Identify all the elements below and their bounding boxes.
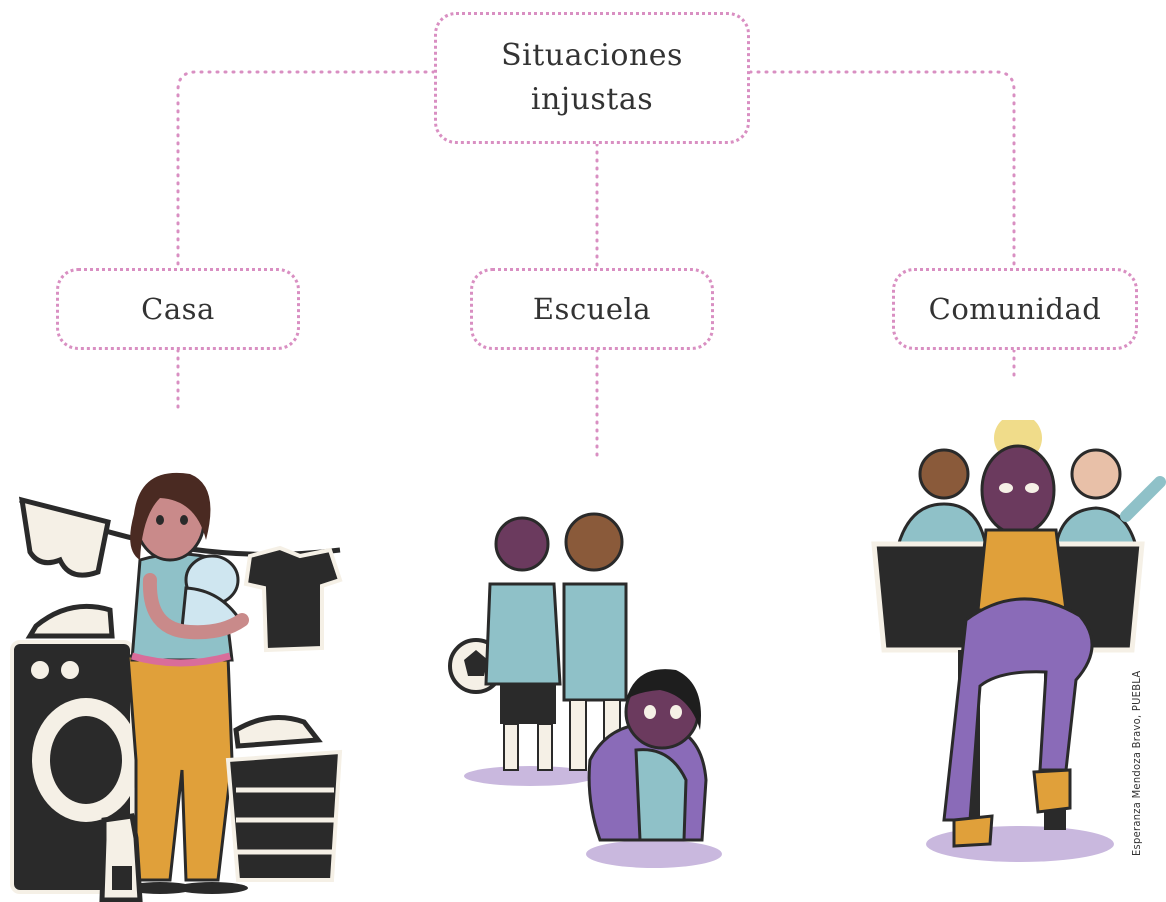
node-escuela-label: Escuela: [532, 292, 652, 326]
node-comunidad-label: Comunidad: [928, 292, 1102, 326]
connector-root-to-casa: [176, 70, 436, 270]
node-comunidad: Comunidad: [892, 268, 1138, 350]
node-casa: Casa: [56, 268, 300, 350]
root-label-line2: injustas: [530, 82, 654, 117]
node-casa-label: Casa: [141, 292, 215, 326]
illustration-casa: [10, 472, 343, 902]
root-node-situaciones-injustas: Situaciones injustas: [434, 12, 750, 144]
illustration-escuela: [448, 512, 722, 868]
connector-root-to-comunidad: [748, 70, 1016, 270]
artist-credit: Esperanza Mendoza Bravo, PUEBLA: [1130, 670, 1143, 856]
node-escuela: Escuela: [470, 268, 714, 350]
root-label-line1: Situaciones: [501, 38, 683, 73]
illustration-comunidad: [871, 420, 1166, 862]
